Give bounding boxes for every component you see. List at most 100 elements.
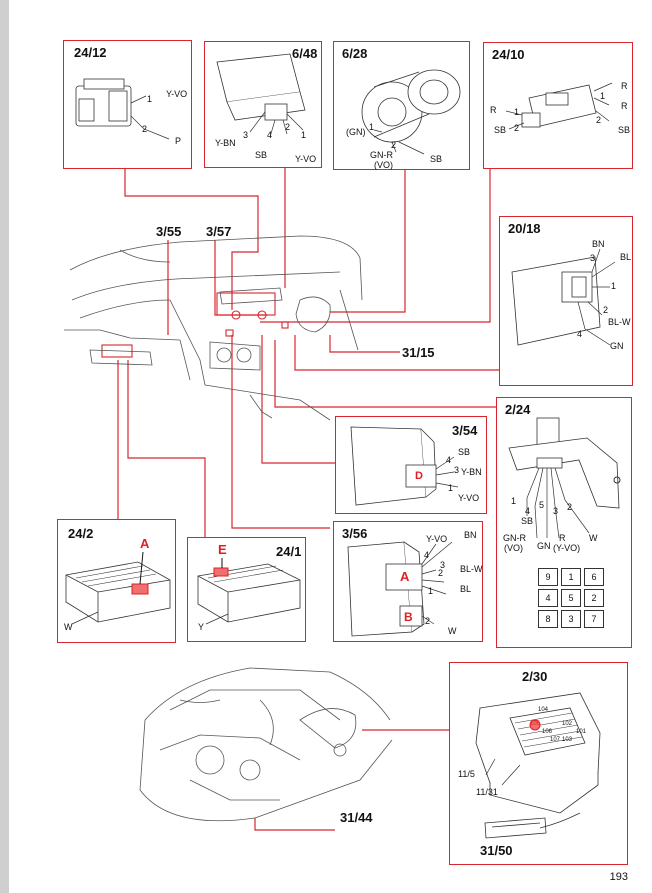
pin-label: 1 — [428, 586, 434, 596]
connector-drawing — [75, 78, 170, 140]
page-edge-strip — [0, 0, 9, 893]
component-box-3-54: 3/54 D SB 4 3 Y-BN 1 Y-VO — [335, 416, 487, 514]
wire-label: Y-VO — [295, 154, 317, 164]
wire-label: SB — [255, 150, 268, 160]
pin-label: 3 — [243, 130, 249, 140]
connector-marker-e: E — [218, 542, 227, 557]
slot-label: 106 — [542, 729, 553, 735]
wire-label: BN — [592, 239, 605, 249]
pin-label: 1 — [147, 94, 153, 104]
wire-label: Y-VO — [426, 534, 448, 544]
module-drawing — [511, 248, 616, 346]
component-box-24-12: 24/12 Y-VO 1 2 P — [63, 40, 192, 169]
slot-label: 101 — [576, 729, 587, 735]
wire-label: Y — [198, 622, 205, 632]
pin-label: 4 — [267, 130, 273, 140]
component-id: 24/10 — [492, 47, 525, 62]
pin-cell: 2 — [584, 589, 604, 607]
pin-label: 2 — [142, 124, 148, 134]
pin-cell: 9 — [538, 568, 558, 586]
wire-label: P — [175, 136, 182, 146]
connector-block-drawing — [65, 551, 171, 625]
pin-label: 4 — [424, 550, 430, 560]
pin-label: 2 — [596, 115, 602, 125]
wire-label: Y-VO — [458, 493, 480, 503]
component-id: 24/2 — [68, 526, 94, 541]
wire-label: GN-R — [503, 533, 526, 543]
pin-label: 2 — [285, 122, 291, 132]
leader-6-28 — [330, 170, 406, 313]
leader-31-44 — [254, 818, 335, 831]
pin-cell: 5 — [561, 589, 581, 607]
component-id: 3/56 — [342, 526, 368, 541]
component-id: 6/28 — [342, 46, 368, 61]
pin-label: 3 — [590, 253, 596, 263]
component-box-24-2: 24/2 A W — [57, 519, 176, 643]
wire-label: W — [448, 626, 457, 636]
wire-label: GN — [610, 341, 624, 351]
component-id: 2/30 — [522, 669, 548, 684]
pin-label: 1 — [369, 122, 375, 132]
leader-3-56 — [231, 335, 330, 529]
callout-31-44: 31/44 — [340, 810, 373, 825]
callout-3-57: 3/57 — [206, 224, 232, 239]
leader-31-15 — [329, 335, 400, 353]
fuse-connector-drawing — [484, 812, 581, 839]
pin-cell: 3 — [561, 610, 581, 628]
wire-label: SB — [618, 125, 631, 135]
connector-marker-a: A — [400, 569, 410, 584]
module-drawing — [216, 53, 306, 138]
wire-label: BN — [464, 530, 477, 540]
wire-label: BL-W — [608, 317, 631, 327]
pin-label: 4 — [446, 455, 452, 465]
leader-24-10 — [260, 168, 491, 323]
pin-label: 2 — [567, 502, 573, 512]
pin-label: 1 — [301, 130, 307, 140]
wire-label: W — [64, 622, 73, 632]
slot-label: 102 — [562, 721, 573, 727]
wire-label: BL — [460, 584, 472, 594]
component-id: 24/1 — [276, 544, 302, 559]
component-box-24-1: 24/1 E Y — [187, 537, 306, 642]
pin-label: 2 — [603, 305, 609, 315]
wire-label: R — [621, 81, 628, 91]
pin-cell: 1 — [561, 568, 581, 586]
pin-label: 3 — [454, 465, 460, 475]
component-id: 2/24 — [505, 402, 531, 417]
component-box-24-10: 24/10 R 1 R R 1 2 2 SB SB — [483, 42, 633, 169]
slot-label: 107 — [550, 737, 561, 743]
pin-label: 5 — [539, 500, 545, 510]
component-id: 3/54 — [452, 423, 478, 438]
pin-cell: 7 — [584, 610, 604, 628]
central-electronic-module-drawing — [475, 692, 601, 814]
component-box-20-18: 20/18 BN BL 3 1 2 BL-W 4 GN — [499, 216, 633, 386]
component-id: 24/12 — [74, 45, 107, 60]
connector-marker-b: B — [404, 610, 413, 624]
pin-label: 1 — [448, 483, 454, 493]
callout-3-55: 3/55 — [156, 224, 182, 239]
wire-label: SB — [494, 125, 507, 135]
wire-label: R — [559, 533, 566, 543]
wire-label: SB — [430, 154, 443, 164]
wire-label: R — [490, 105, 497, 115]
slot-label-highlighted: 105 — [530, 721, 541, 727]
wire-label: GN-R — [370, 150, 393, 160]
wire-label: (VO) — [374, 160, 393, 170]
connector-marker-d: D — [415, 470, 423, 482]
wire-label: GN — [537, 541, 551, 551]
pin-label: 2 — [425, 616, 431, 626]
pin-label: 3 — [553, 506, 559, 516]
pin-label: 2 — [514, 123, 520, 133]
slot-label: 103 — [562, 737, 573, 743]
leader-24-12 — [124, 168, 259, 310]
pin-label: 3 — [440, 560, 446, 570]
wire-label: (VO) — [504, 543, 523, 553]
relay-drawing — [508, 417, 621, 539]
wire-label: Y-BN — [461, 467, 482, 477]
leader-2-24 — [274, 340, 498, 408]
callout-31-15: 31/15 — [402, 345, 435, 360]
pin-label: 1 — [611, 281, 617, 291]
pin-cell: 4 — [538, 589, 558, 607]
